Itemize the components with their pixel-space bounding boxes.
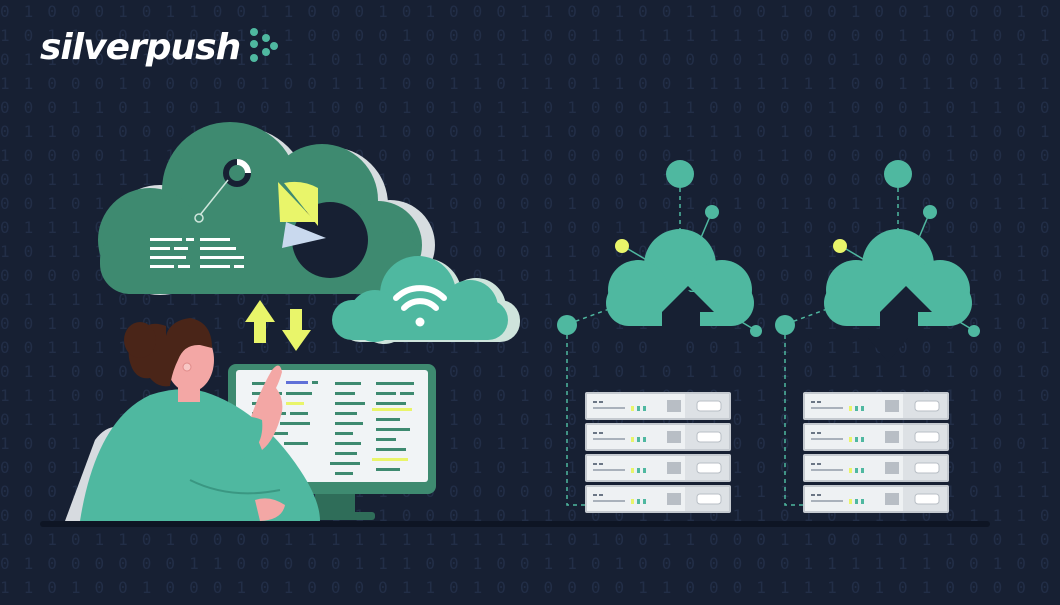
download-arrow-icon: [868, 312, 908, 362]
upload-arrow-icon: [662, 286, 714, 340]
server-racks: [585, 392, 949, 513]
brand-wordmark: silverpush: [40, 26, 241, 68]
server-cloud-1: [557, 160, 762, 506]
download-arrow-icon: [282, 309, 311, 351]
upload-arrow-icon: [880, 286, 932, 340]
wifi-cloud: [332, 256, 520, 344]
sync-arrows: [245, 300, 311, 351]
server-rack-icon: [585, 392, 731, 420]
download-arrow-icon: [650, 312, 690, 362]
upload-arrow-icon: [245, 300, 275, 343]
server-rack-icon: [803, 485, 949, 513]
server-rack-icon: [803, 423, 949, 451]
ground-line: [40, 521, 990, 527]
server-cloud-2: [775, 160, 980, 506]
brand-logo[interactable]: silverpush: [40, 22, 279, 72]
donut-chart-icon: [194, 159, 251, 223]
server-rack-icon: [803, 454, 949, 482]
woman-illustration: [65, 318, 320, 521]
server-rack-icon: [585, 485, 731, 513]
server-rack-icon: [585, 454, 731, 482]
server-rack-icon: [585, 423, 731, 451]
server-rack-icon: [803, 392, 949, 420]
cloud-text-lines: [150, 238, 244, 268]
brand-dots-icon: [250, 28, 279, 62]
analytics-cloud: [98, 122, 435, 295]
wifi-icon: [393, 285, 447, 311]
pie-chart-icon: [278, 181, 368, 278]
